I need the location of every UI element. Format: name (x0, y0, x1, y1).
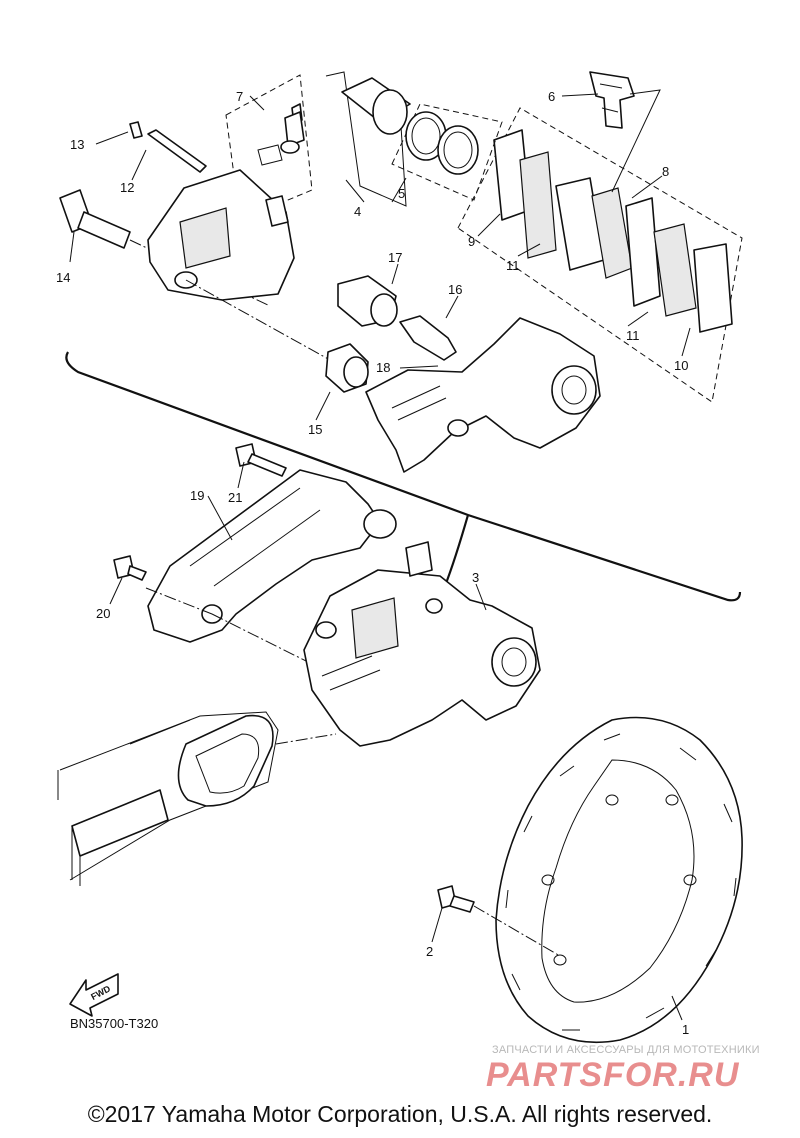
label-8: 8 (662, 164, 669, 179)
label-9: 9 (468, 234, 475, 249)
label-14: 14 (56, 270, 70, 285)
watermark-tagline: ЗАПЧАСТИ И АКСЕССУАРЫ ДЛЯ МОТОТЕХНИКИ (492, 1044, 760, 1056)
caliper-bracket-upper (365, 317, 601, 473)
disc-bolt (437, 885, 561, 957)
watermark-logo: PARTSFOR.RU (486, 1056, 740, 1094)
label-7: 7 (236, 89, 243, 104)
pad-spring-group (589, 71, 635, 129)
label-3: 3 (472, 570, 479, 585)
label-1: 1 (682, 1022, 689, 1037)
label-12: 12 (120, 180, 134, 195)
copyright-notice: ©2017 Yamaha Motor Corporation, U.S.A. A… (87, 1101, 713, 1127)
leader-lines (69, 89, 691, 1021)
bolt-group (113, 443, 287, 581)
label-5: 5 (398, 186, 405, 201)
label-10: 10 (674, 358, 688, 373)
label-19: 19 (190, 488, 204, 503)
label-2: 2 (426, 944, 433, 959)
upper-caliper-body (147, 169, 331, 361)
forward-arrow-icon: FWD (69, 973, 119, 1017)
label-17: 17 (388, 250, 402, 265)
label-15: 15 (308, 422, 322, 437)
label-20: 20 (96, 606, 110, 621)
label-11b: 11 (626, 328, 640, 343)
label-6: 6 (548, 89, 555, 104)
diagram-code: BN35700-T320 (70, 1016, 159, 1031)
assembly-bracket-tail (443, 514, 470, 587)
pad-kit-group (457, 107, 743, 403)
torque-arm (145, 469, 397, 669)
label-21: 21 (228, 490, 242, 505)
label-4: 4 (354, 204, 361, 219)
part-labels: 7 13 12 14 6 8 4 5 9 11 11 10 17 16 18 1… (56, 89, 689, 1037)
brake-disc (495, 716, 743, 1043)
label-13: 13 (70, 137, 84, 152)
lower-caliper-assembly (303, 541, 541, 747)
piston-seal-group (325, 71, 503, 207)
bushing-group (325, 275, 457, 393)
label-11a: 11 (506, 258, 520, 273)
label-18: 18 (376, 360, 390, 375)
swingarm (57, 711, 337, 886)
label-16: 16 (448, 282, 462, 297)
